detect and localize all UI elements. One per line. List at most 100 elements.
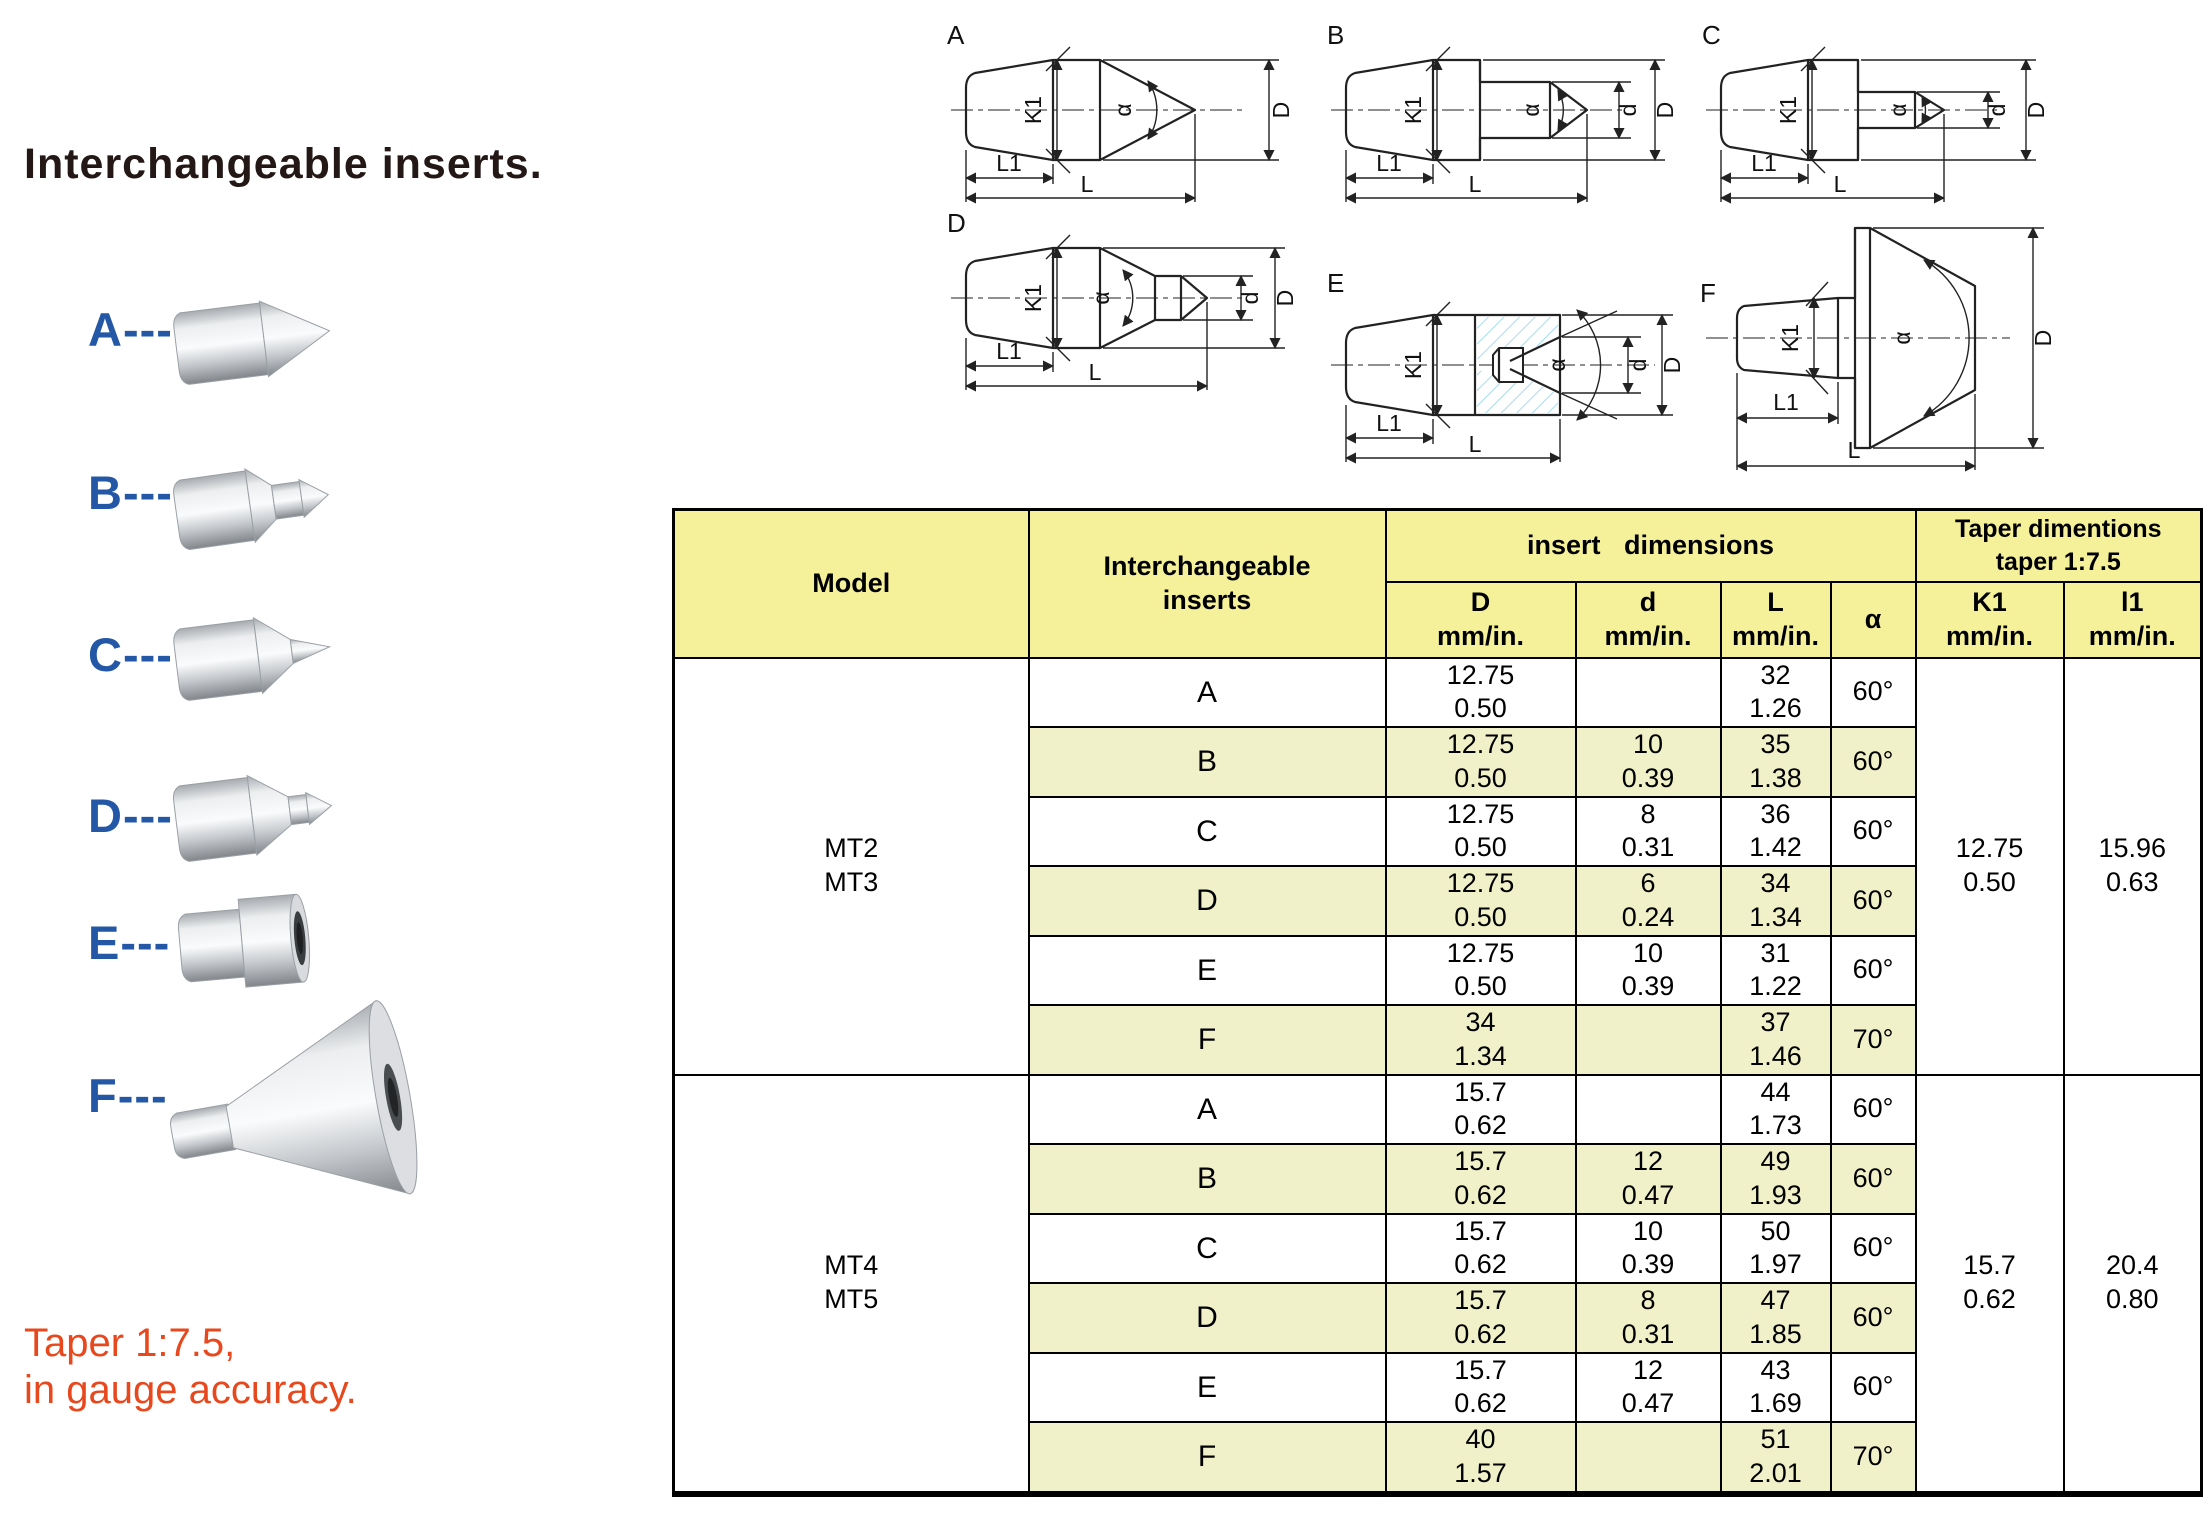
value-line: 15.7 [1454, 1354, 1507, 1385]
model-line: MT2 [824, 833, 879, 864]
value-line: 10 [1632, 729, 1664, 759]
value-line: 0.50 [1454, 901, 1507, 932]
value-line: 0.24 [1621, 901, 1675, 932]
value-line: 0.62 [1454, 1110, 1507, 1141]
dim-label-l: L [1089, 359, 1102, 385]
insert-label-d: D--- [88, 789, 173, 842]
value-line: 0.47 [1621, 1179, 1675, 1210]
value-line: 0.63 [2105, 867, 2159, 897]
value-line: 1.34 [1454, 1040, 1507, 1071]
diagram-letter: F [1700, 278, 1716, 308]
insert-label-b: B--- [88, 466, 173, 519]
value-line: 1.93 [1749, 1179, 1802, 1210]
value-line: 0.50 [1454, 971, 1507, 1002]
value-line: 0.62 [1454, 1179, 1507, 1210]
dim-label-k1: K1 [1400, 351, 1426, 379]
cell-d [1574, 1073, 1722, 1145]
dim-label-d: d [1615, 104, 1641, 117]
dim-label-l: L [1469, 171, 1482, 197]
value-line: 0.62 [1963, 1284, 2016, 1314]
dim-label-alpha: α [1088, 291, 1114, 304]
insert-letter-cell: A [1027, 1073, 1387, 1145]
value-line: 2.01 [1749, 1457, 1802, 1488]
value-line: 1.22 [1749, 971, 1802, 1002]
value-line: 37 [1760, 1007, 1791, 1037]
insert-letter-cell: E [1027, 934, 1387, 1006]
dim-label-D: D [1652, 102, 1678, 119]
insert-photo-d [172, 774, 333, 862]
model-line: MT4 [824, 1250, 879, 1281]
value-line: 0.47 [1621, 1388, 1675, 1419]
insert-photo-f [169, 999, 418, 1195]
value-line: 12.75 [1955, 833, 2024, 864]
value-line: 15.7 [1963, 1250, 2016, 1281]
cell-alpha: 60° [1829, 1351, 1917, 1423]
dim-label-alpha: α [1885, 103, 1911, 116]
cell-alpha: 60° [1829, 1282, 1917, 1354]
insert-photo-b [173, 467, 330, 550]
value-line: 40 [1465, 1424, 1496, 1454]
dim-label-l1: L1 [1773, 389, 1799, 415]
diagram-c: C K1 α d D L1 L [1702, 20, 2049, 204]
col-unit: mm/in. [2088, 620, 2176, 651]
cell-alpha: 60° [1829, 1073, 1917, 1145]
cell-alpha: 60° [1829, 656, 1917, 728]
value-line: 20.4 [2105, 1250, 2159, 1281]
value-line: 0.31 [1621, 832, 1675, 863]
cell-alpha: 70° [1829, 1421, 1917, 1495]
dim-label-l: L [1469, 431, 1482, 457]
cell-alpha: 60° [1829, 934, 1917, 1006]
value-line: 1.26 [1749, 693, 1802, 724]
col-unit: mm/in. [1945, 620, 2033, 651]
dim-label-d: d [1984, 104, 2010, 117]
cell-alpha: 60° [1829, 865, 1917, 937]
dim-label-alpha: α [1110, 103, 1136, 116]
insert-letter-cell: E [1027, 1351, 1387, 1423]
value-line: 1.97 [1749, 1249, 1802, 1280]
diagram-letter: E [1327, 268, 1344, 298]
dim-label-l1: L1 [996, 150, 1022, 176]
insert-photo-e [177, 893, 311, 988]
dim-label-l1: L1 [1751, 150, 1777, 176]
value-line: 1.73 [1749, 1110, 1802, 1141]
value-line: 43 [1760, 1354, 1791, 1385]
diagram-letter: D [947, 208, 966, 238]
value-line: 10 [1632, 937, 1664, 968]
dim-label-k1: K1 [1775, 96, 1801, 124]
insert-label-c: C--- [88, 628, 173, 681]
page-title: Interchangeable inserts. [24, 140, 543, 188]
col-header-alpha: α [1829, 580, 1917, 659]
value-line: 12.75 [1446, 937, 1515, 968]
insert-photo-a [173, 300, 331, 385]
value-line: 0.50 [1454, 693, 1507, 724]
dim-label-k1: K1 [1400, 96, 1426, 124]
value-line: 31 [1760, 937, 1791, 968]
value-line: 34 [1760, 868, 1791, 898]
col-letter: l1 [2120, 586, 2144, 617]
dim-label-l: L [1081, 171, 1094, 197]
value-line: 0.50 [1454, 832, 1507, 863]
value-line: 0.62 [1454, 1249, 1507, 1280]
value-line: 34 [1465, 1007, 1496, 1037]
taper-note-line1: Taper 1:7.5, [24, 1321, 236, 1365]
value-line: 47 [1760, 1285, 1791, 1315]
